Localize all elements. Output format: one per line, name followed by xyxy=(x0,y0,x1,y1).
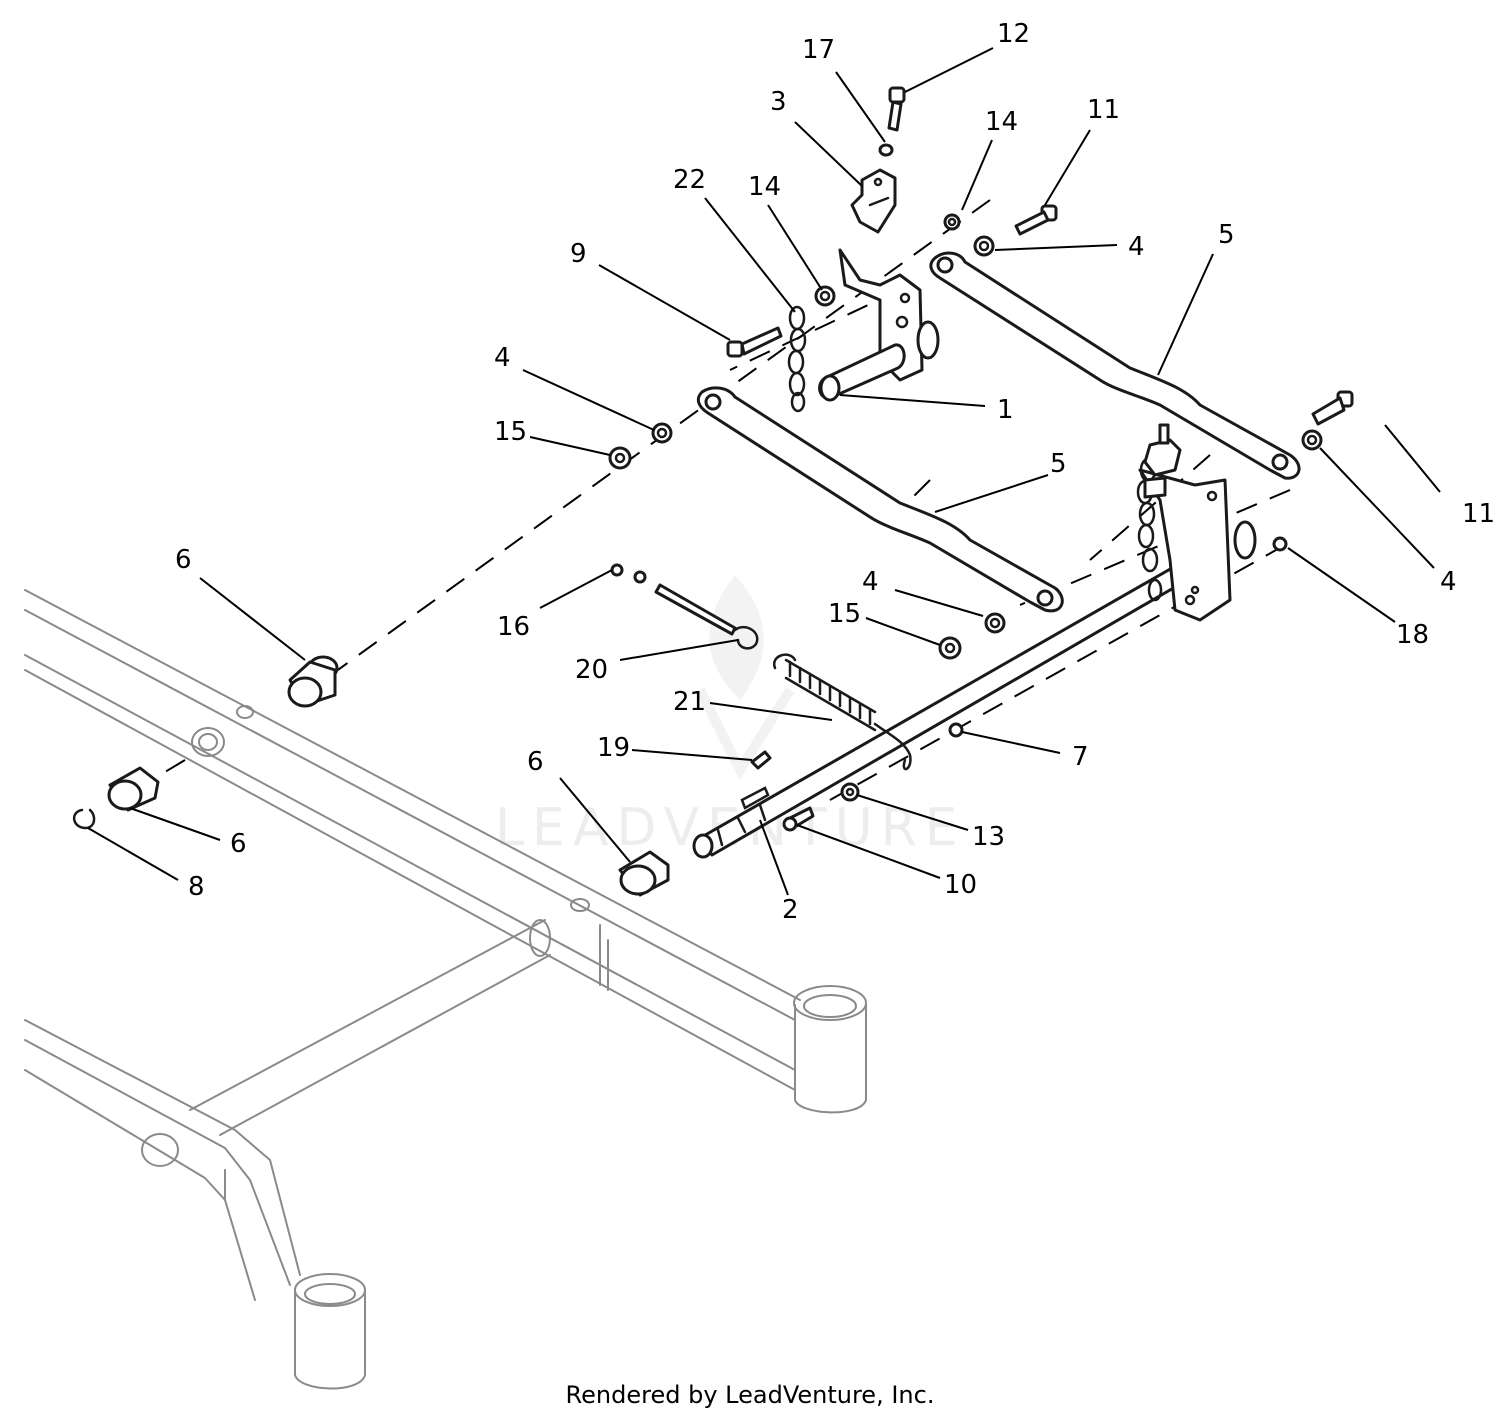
nut-16 xyxy=(610,563,647,584)
bolt-11-top xyxy=(1014,204,1058,236)
callout-2: 2 xyxy=(782,895,799,925)
callout-11-top: 11 xyxy=(1087,95,1120,125)
nut-18 xyxy=(1272,536,1288,552)
pin-10 xyxy=(782,806,815,832)
spring-21 xyxy=(772,653,912,771)
callout-8: 8 xyxy=(188,872,205,902)
nut-17 xyxy=(878,143,894,157)
callout-12: 12 xyxy=(997,19,1030,49)
callout-4-right: 4 xyxy=(1440,567,1457,597)
callout-5-top: 5 xyxy=(1218,220,1235,250)
clamp-right xyxy=(1143,423,1182,499)
callout-6-lower: 6 xyxy=(527,747,544,777)
bolt-9 xyxy=(726,326,783,358)
chain-left xyxy=(787,305,807,413)
nut-14-left xyxy=(814,285,836,307)
callout-labels: 17 12 3 14 11 22 14 4 5 9 4 1 15 11 5 6 … xyxy=(175,19,1495,925)
key-19 xyxy=(750,750,772,770)
callout-5-mid: 5 xyxy=(1050,449,1067,479)
callout-4-mid: 4 xyxy=(862,567,879,597)
pivot-tube xyxy=(818,248,940,402)
callout-14-left: 14 xyxy=(748,172,781,202)
link-bar-lower xyxy=(696,386,1064,613)
washer-4-mid xyxy=(984,612,1006,634)
bolt-12 xyxy=(887,86,906,132)
nut-7 xyxy=(948,722,964,738)
washer-4-left xyxy=(651,422,673,444)
callout-4-top: 4 xyxy=(1128,232,1145,262)
callout-13: 13 xyxy=(972,822,1005,852)
washer-4-top xyxy=(973,235,995,257)
rendered-by-footer: Rendered by LeadVenture, Inc. xyxy=(565,1381,935,1409)
nut-15-left xyxy=(608,446,632,470)
callout-1: 1 xyxy=(997,395,1014,425)
callout-6-upper: 6 xyxy=(175,545,192,575)
washer-13 xyxy=(840,782,860,802)
callout-9: 9 xyxy=(570,239,587,269)
callout-17: 17 xyxy=(802,35,835,65)
leader-lines xyxy=(87,47,1441,896)
callout-19: 19 xyxy=(597,733,630,763)
arm-bracket-right xyxy=(1138,468,1257,622)
link-bar-upper xyxy=(929,251,1301,480)
bushing-6-lower xyxy=(618,850,670,897)
callout-18: 18 xyxy=(1396,620,1429,650)
nut-15-mid xyxy=(938,636,962,660)
callout-6-left: 6 xyxy=(230,829,247,859)
callout-15-mid: 15 xyxy=(828,599,861,629)
bushing-6-left xyxy=(107,766,160,812)
nut-14-top xyxy=(943,213,961,231)
callout-3: 3 xyxy=(770,87,787,117)
callout-21: 21 xyxy=(673,687,706,717)
callout-14-top: 14 xyxy=(985,107,1018,137)
bolt-11-right xyxy=(1311,390,1354,426)
callout-22: 22 xyxy=(673,165,706,195)
bushing-6-upper xyxy=(287,655,339,708)
callout-7: 7 xyxy=(1072,742,1089,772)
callout-20: 20 xyxy=(575,655,608,685)
watermark-logo xyxy=(695,575,795,781)
mower-frame xyxy=(24,589,867,1390)
eyebolt-20 xyxy=(654,583,759,650)
callout-11-right: 11 xyxy=(1462,499,1495,529)
chain-clamp xyxy=(850,168,897,234)
callout-16: 16 xyxy=(497,612,530,642)
callout-15-left: 15 xyxy=(494,417,527,447)
callout-4-left: 4 xyxy=(494,343,511,373)
callout-10: 10 xyxy=(944,870,977,900)
clip-8 xyxy=(73,808,96,830)
washer-4-right xyxy=(1301,429,1323,451)
